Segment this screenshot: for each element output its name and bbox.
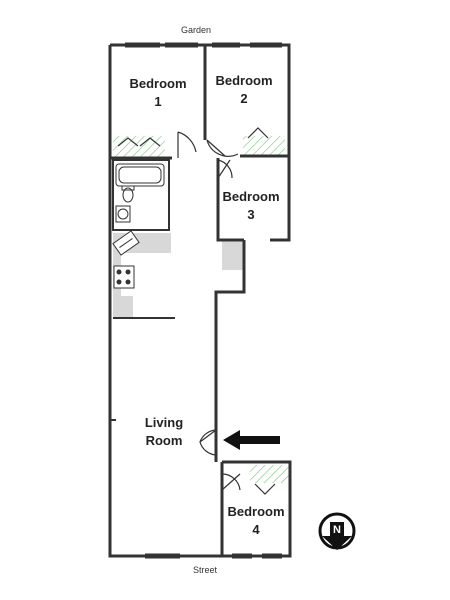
room-name: Living bbox=[144, 415, 184, 430]
windows bbox=[125, 42, 282, 559]
room-label-bedroom-2: Bedroom 2 bbox=[208, 72, 280, 108]
doors bbox=[117, 127, 276, 495]
room-name: Bedroom bbox=[129, 76, 187, 91]
compass-icon: N bbox=[318, 512, 356, 550]
room-name: Bedroom bbox=[222, 189, 280, 204]
room-label-bedroom-4: Bedroom 4 bbox=[222, 503, 290, 539]
room-number: 2 bbox=[240, 91, 248, 106]
room-number: 4 bbox=[252, 522, 260, 537]
room-label-living: Living Room bbox=[132, 414, 196, 450]
room-number: 1 bbox=[154, 94, 162, 109]
room-number: Room bbox=[145, 433, 183, 448]
closets bbox=[113, 136, 290, 483]
compass-letter: N bbox=[333, 524, 341, 536]
street-label: Street bbox=[192, 565, 217, 575]
room-number: 3 bbox=[247, 207, 255, 222]
garden-label: Garden bbox=[180, 25, 212, 35]
room-name: Bedroom bbox=[215, 73, 273, 88]
room-name: Bedroom bbox=[227, 504, 285, 519]
bathroom-fixtures bbox=[115, 163, 165, 223]
entrance-arrow-icon bbox=[223, 430, 280, 450]
kitchen-fixtures bbox=[112, 230, 140, 289]
walls bbox=[108, 43, 292, 558]
room-label-bedroom-3: Bedroom 3 bbox=[215, 188, 287, 224]
room-label-bedroom-1: Bedroom 1 bbox=[118, 75, 198, 111]
